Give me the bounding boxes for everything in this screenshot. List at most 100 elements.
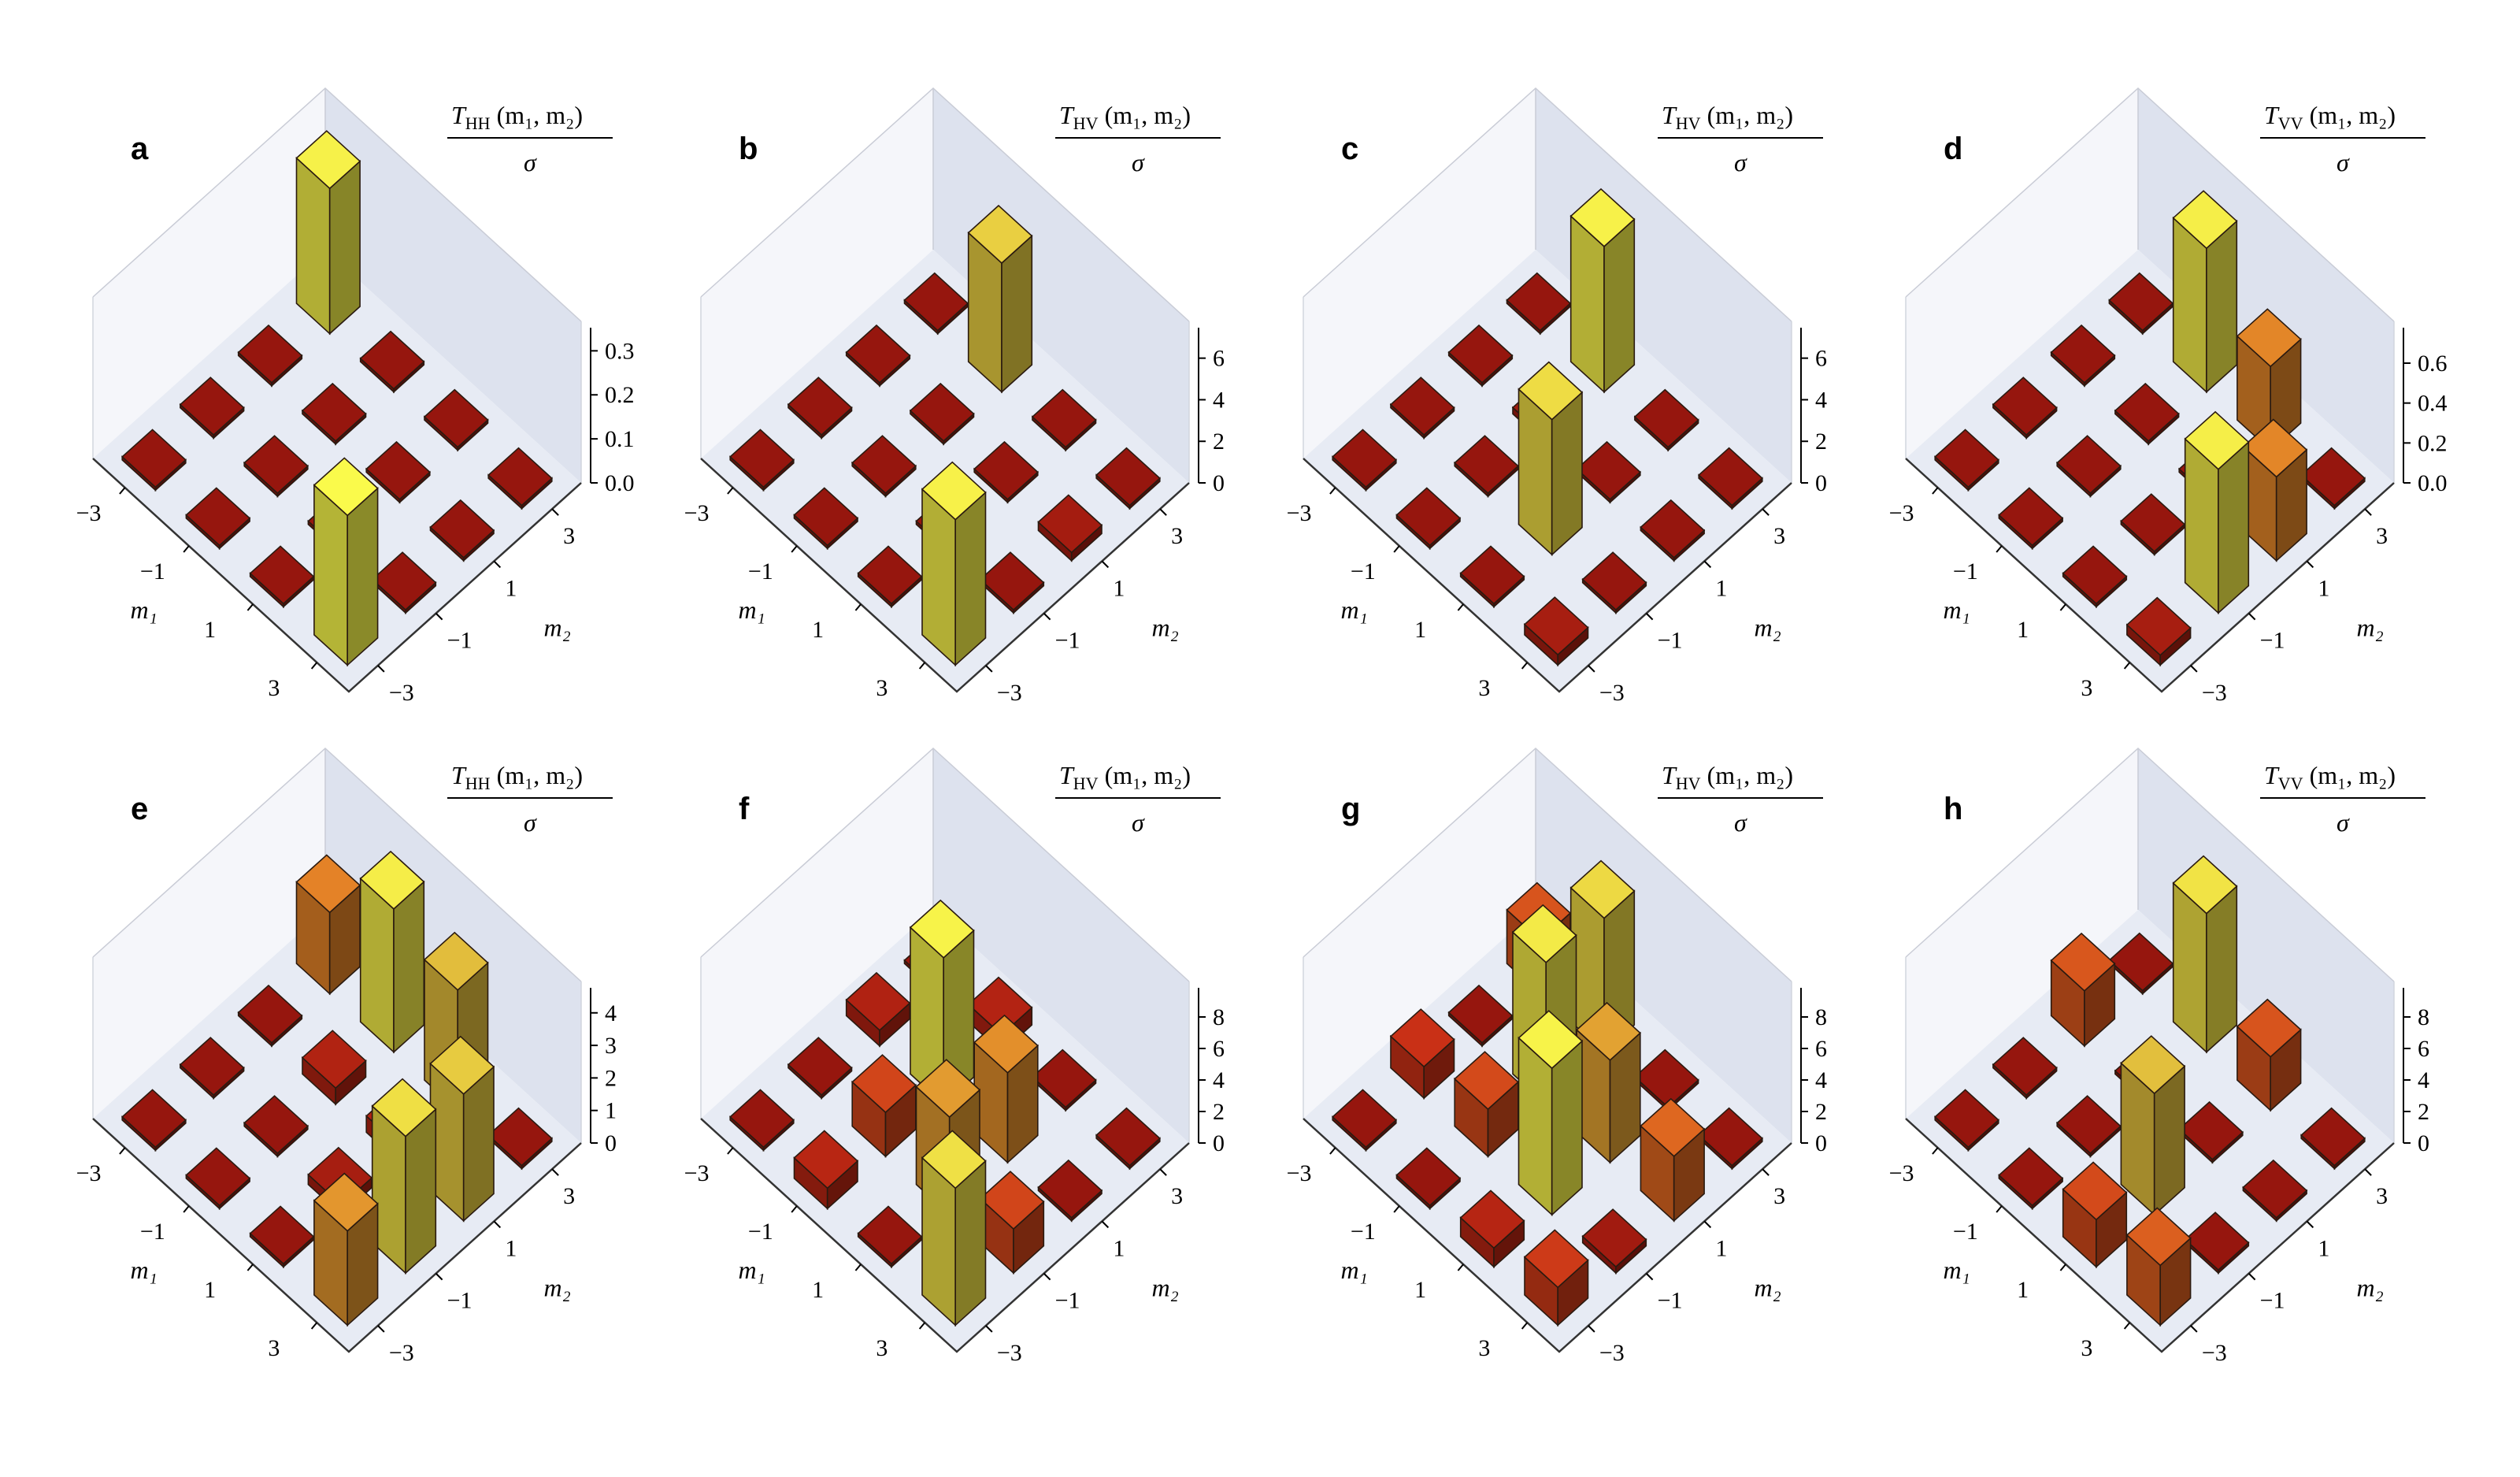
- m1-tick-label: 1: [2017, 1277, 2029, 1303]
- m1-tick: [1457, 1264, 1464, 1271]
- m1-tick: [310, 662, 318, 670]
- m1-tick-label: 3: [1478, 675, 1490, 701]
- bar-m1-1-m2--3: [249, 545, 315, 609]
- bar-m1-3-m2--1: [979, 1171, 1045, 1275]
- bar-face-top: [787, 1037, 853, 1097]
- bar-m1-3-m2-1: [1640, 499, 1706, 562]
- m2-tick: [1159, 508, 1167, 516]
- title-denominator: σ: [524, 148, 537, 176]
- bar-m1--1-m2--3: [185, 487, 251, 551]
- m2-tick-label: 1: [2318, 575, 2329, 601]
- bar-face-top: [1698, 1107, 1763, 1167]
- m1-tick-label: −3: [684, 500, 710, 526]
- m1-tick-label: −1: [1351, 559, 1376, 584]
- z-tick-label: 6: [1213, 1036, 1225, 1062]
- m1-tick: [1393, 545, 1400, 553]
- m2-tick-label: 3: [563, 523, 575, 549]
- bar-face-top: [301, 1030, 367, 1089]
- z-tick-label: 8: [2418, 1004, 2429, 1030]
- title-numerator: THV(m₁, m₂): [1662, 761, 1793, 793]
- bar-m1--3-m2--1: [787, 377, 853, 440]
- m1-tick-label: 3: [268, 675, 280, 701]
- bar-face-right: [954, 491, 987, 667]
- m1-tick-label: −1: [1953, 1219, 1978, 1245]
- bar-m1--3-m2-1: [237, 324, 303, 388]
- bar-m1--3-m2--1: [1389, 1008, 1455, 1100]
- bar-m1--3-m2--3: [1332, 429, 1397, 492]
- m2-tick-label: 1: [1113, 575, 1125, 601]
- bar-face-top: [359, 850, 425, 910]
- bar-m1-3-m2-1: [2242, 1159, 2308, 1223]
- xlabel-m1: m₁: [131, 1256, 158, 1284]
- title-denominator: σ: [524, 808, 537, 837]
- floor: [1906, 250, 2394, 692]
- bar-m1-1-m2--1: [1518, 1010, 1584, 1216]
- m2-tick-label: 1: [505, 1235, 517, 1261]
- bar-face-top: [2178, 1100, 2244, 1160]
- m2-tick: [551, 1168, 559, 1176]
- m2-tick-label: −3: [1599, 1340, 1625, 1366]
- m1-tick-label: −3: [1287, 500, 1312, 526]
- bar-face-top: [2236, 308, 2302, 368]
- m2-tick: [2248, 612, 2256, 621]
- title-numerator: TVV(m₁, m₂): [2264, 761, 2396, 793]
- bar-m1--3-m2-1: [1447, 984, 1514, 1048]
- bar-m1--3-m2--1: [787, 1037, 853, 1100]
- bar-face-top: [979, 551, 1045, 611]
- z-tick-label: 4: [1213, 387, 1225, 413]
- bar-face-top: [487, 447, 553, 507]
- bar-face-right: [2206, 219, 2238, 394]
- z-tick-label: 4: [2418, 1067, 2429, 1093]
- m2-tick-label: −3: [2202, 1340, 2227, 1366]
- bar-face-top: [237, 324, 303, 384]
- bar-m1--3-m2-1: [845, 971, 911, 1048]
- bar-m1--1-m2--1: [2056, 435, 2122, 498]
- bar-m1--1-m2--1: [243, 435, 309, 498]
- bar-m1--3-m2--3: [121, 429, 187, 492]
- m1-tick: [2059, 1264, 2066, 1271]
- m2-tick: [493, 1220, 502, 1229]
- m1-tick: [791, 545, 798, 553]
- m1-tick: [119, 1147, 126, 1155]
- title-T: T: [2264, 761, 2280, 789]
- bar-m1-1-m2--1: [2120, 1035, 2186, 1216]
- floor-front-edges: [1303, 458, 1792, 693]
- z-tick-label: 4: [605, 1000, 617, 1026]
- bar-m1--1-m2-1: [2114, 382, 2180, 446]
- z-tick-label: 0.2: [2418, 430, 2448, 456]
- m2-tick: [2190, 1325, 2198, 1333]
- bar-m1--3-m2-3: [2108, 932, 2174, 996]
- bar-face-top: [1576, 1001, 1641, 1061]
- m1-tick-label: −3: [1287, 1160, 1312, 1186]
- bar-face-top: [365, 440, 431, 500]
- bar-m1--3-m2--1: [179, 377, 245, 440]
- bar-face-top: [1633, 388, 1699, 448]
- z-tick-label: 8: [1815, 1004, 1827, 1030]
- bar-face-top: [2114, 382, 2180, 442]
- m2-tick-label: 3: [1171, 1183, 1183, 1209]
- bar-m1--3-m2-3: [1506, 272, 1572, 336]
- m2-tick-label: 3: [2376, 523, 2388, 549]
- title-denominator: σ: [1734, 148, 1747, 176]
- bar-face-top: [909, 899, 975, 959]
- m2-tick: [1703, 560, 1712, 569]
- m2-tick-label: 3: [1171, 523, 1183, 549]
- m1-tick-label: 3: [876, 1335, 888, 1361]
- z-tick-label: 6: [1815, 346, 1827, 372]
- m2-tick: [985, 1325, 993, 1333]
- z-tick-label: 6: [1815, 1036, 1827, 1062]
- title-T: T: [451, 101, 467, 129]
- bar-m1-3-m2--1: [2184, 410, 2250, 614]
- title-numerator: THV(m₁, m₂): [1662, 101, 1793, 133]
- bar-m1-3-m2--3: [921, 1130, 987, 1327]
- z-tick-label: 4: [1815, 1067, 1827, 1093]
- xlabel-m1: m₁: [131, 596, 158, 624]
- title-T: T: [1662, 761, 1677, 789]
- bar-face-top: [1095, 1107, 1161, 1167]
- bar-face-top: [2056, 435, 2122, 495]
- m2-tick: [1645, 1272, 1654, 1281]
- bar-face-top: [1447, 324, 1514, 384]
- ylabel-m2: m₂: [2357, 1274, 2384, 1302]
- bar-m1--1-m2-3: [359, 330, 425, 394]
